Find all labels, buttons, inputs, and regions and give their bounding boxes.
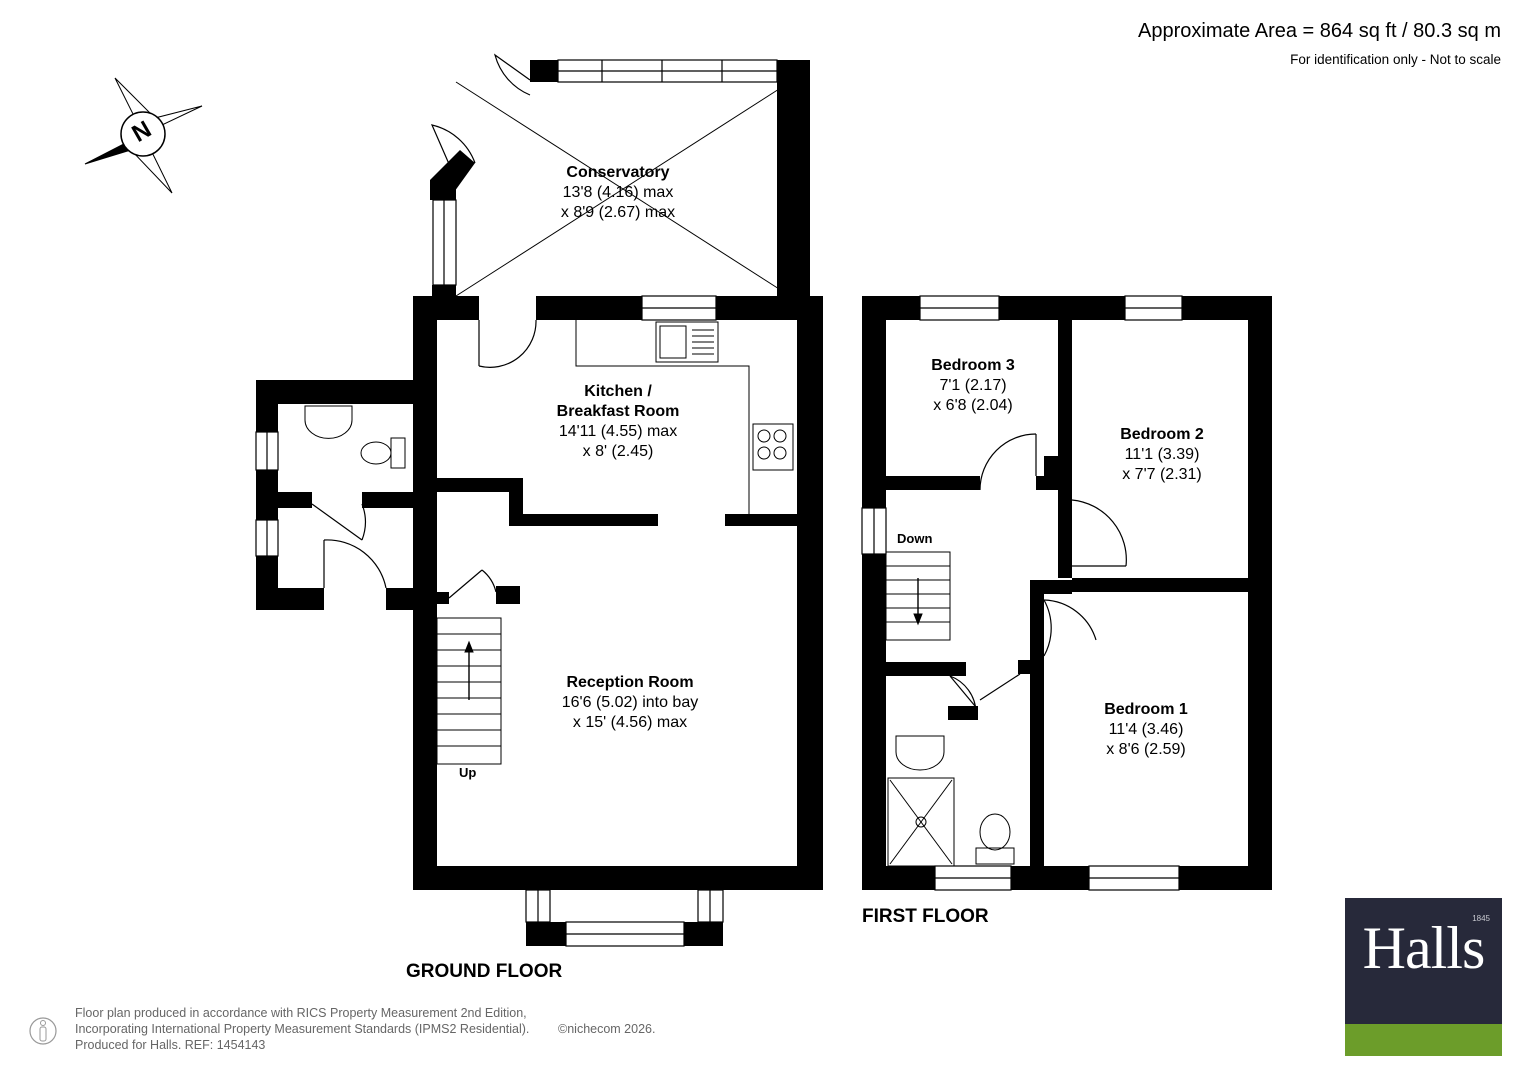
room-name: Breakfast Room — [556, 403, 680, 420]
ground-floor-label: GROUND FLOOR — [406, 961, 563, 982]
first-floor-windows — [861, 295, 1183, 891]
first-floor-walls — [862, 296, 1272, 890]
conservatory-details — [430, 53, 791, 297]
room-dimension: x 8'9 (2.67) max — [560, 204, 676, 221]
identification-note: For identification only - Not to scale — [1290, 52, 1501, 67]
first-floor-label: FIRST FLOOR — [862, 906, 989, 927]
ground-floor-walls — [256, 60, 823, 946]
room-label-reception: Reception Room 16'6 (5.02) into bay x 15… — [520, 673, 740, 733]
first-floor-stairs — [885, 551, 951, 641]
stairs-down-label: Down — [897, 531, 933, 546]
room-name: Bedroom 3 — [931, 357, 1015, 374]
halls-logo: 1845 Halls — [1345, 898, 1502, 1056]
room-dimension: 7'1 (2.17) — [939, 377, 1007, 394]
room-label-bedroom-2: Bedroom 2 11'1 (3.39) x 7'7 (2.31) — [1092, 425, 1232, 485]
first-floor-doors — [949, 433, 1127, 713]
logo-wordmark: Halls — [1362, 915, 1486, 981]
room-dimension: x 6'8 (2.04) — [933, 397, 1013, 414]
copyright-text: ©nichecom 2026. — [558, 1022, 656, 1036]
compass-rose — [84, 77, 203, 194]
produced-for-ref: Produced for Halls. REF: 1454143 — [75, 1038, 266, 1052]
room-dimension: 11'1 (3.39) — [1124, 446, 1200, 463]
kitchen-fittings — [575, 320, 794, 514]
rics-statement-line-2: Incorporating International Property Mea… — [75, 1022, 530, 1036]
room-label-bedroom-1: Bedroom 1 11'4 (3.46) x 8'6 (2.59) — [1076, 700, 1216, 760]
rics-statement-line-1: Floor plan produced in accordance with R… — [75, 1006, 527, 1020]
room-name: Reception Room — [566, 674, 694, 691]
room-name: Bedroom 1 — [1104, 701, 1188, 718]
room-dimension: 14'11 (4.55) max — [558, 423, 678, 440]
approximate-area-title: Approximate Area = 864 sq ft / 80.3 sq m — [1138, 20, 1501, 42]
room-dimension: 11'4 (3.46) — [1108, 721, 1184, 738]
room-name: Kitchen / — [584, 383, 652, 400]
logo-year: 1845 — [1472, 914, 1490, 923]
room-label-kitchen: Kitchen / Breakfast Room 14'11 (4.55) ma… — [518, 382, 718, 462]
person-scale-icon — [29, 1017, 57, 1045]
room-label-conservatory: Conservatory 13'8 (4.16) max x 8'9 (2.67… — [518, 163, 718, 223]
ground-stairs — [436, 617, 502, 765]
room-name: Bedroom 2 — [1120, 426, 1204, 443]
logo-green-bar — [1345, 1024, 1502, 1056]
bathroom-fittings — [887, 735, 1015, 867]
room-dimension: x 8' (2.45) — [582, 443, 654, 460]
ground-floor-doors — [311, 319, 537, 599]
ground-floor-windows — [255, 59, 778, 947]
room-dimension: 16'6 (5.02) into bay — [561, 694, 699, 711]
wc-fittings — [304, 405, 406, 469]
room-name: Conservatory — [566, 164, 670, 181]
stairs-up-label: Up — [459, 765, 477, 780]
room-dimension: 13'8 (4.16) max — [562, 184, 674, 201]
room-dimension: x 8'6 (2.59) — [1106, 741, 1186, 758]
room-label-bedroom-3: Bedroom 3 7'1 (2.17) x 6'8 (2.04) — [903, 356, 1043, 416]
room-dimension: x 15' (4.56) max — [572, 714, 688, 731]
room-dimension: x 7'7 (2.31) — [1122, 466, 1202, 483]
